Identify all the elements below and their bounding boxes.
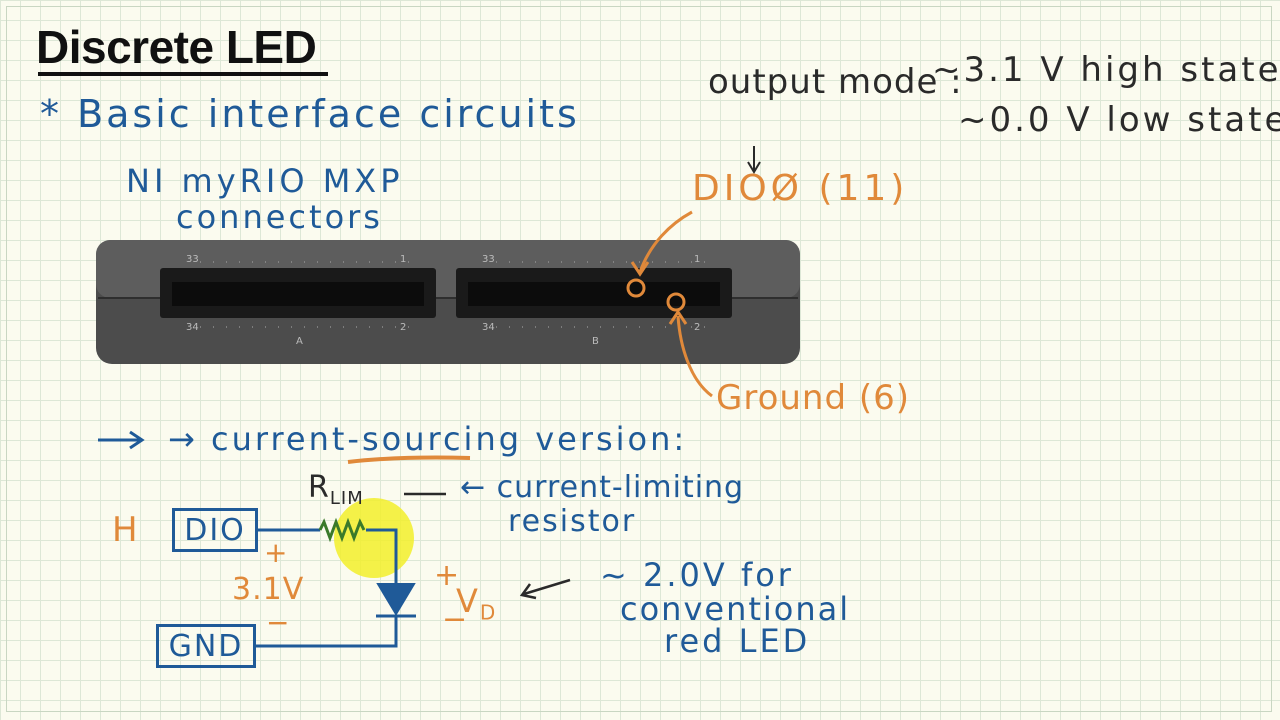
dio0-pointer-line: [638, 210, 693, 273]
section-heading: * Basic interface circuits: [40, 92, 580, 136]
vd-minus: −: [442, 602, 470, 637]
dio0-pin-label: DIOØ (11): [692, 168, 909, 209]
vd-label-main: V: [456, 582, 480, 620]
led-note-line2: conventional: [620, 590, 851, 628]
resistor-symbol: [318, 517, 366, 543]
connector-b-name: B: [592, 336, 599, 347]
circuit-wires: [256, 528, 398, 648]
connector-b-top-right: 1: [694, 254, 701, 265]
supply-plus: +: [264, 536, 290, 569]
connectors-label-line2: connectors: [176, 198, 383, 236]
connector-a-top-right: 1: [400, 254, 407, 265]
ground-pointer-line: [676, 315, 713, 398]
circuit-heading: → current-sourcing version:: [168, 420, 688, 458]
connector-b-bottom-right: 2: [694, 322, 701, 333]
vd-label: VD: [456, 582, 497, 624]
led-note-line1: ~ 2.0V for: [600, 556, 794, 594]
vd-label-sub: D: [479, 600, 498, 625]
vd-plus: +: [434, 558, 462, 593]
dio0-pin-circle: [626, 278, 646, 298]
highlight-pointer: [334, 498, 414, 578]
output-mode-high: ~3.1 V high state: [932, 50, 1280, 90]
supply-voltage: 3.1V: [232, 572, 305, 607]
pin-pointers: [626, 210, 713, 398]
resistor-note-line2: resistor: [508, 504, 637, 539]
page-frame: [6, 6, 1272, 712]
connectors-label-line1: NI myRIO MXP: [126, 162, 404, 200]
title-underline: [38, 72, 328, 76]
sourcing-arrow: [98, 430, 145, 450]
state-label: H: [112, 510, 140, 550]
led-note-arrow: [519, 578, 571, 600]
resistor-label: RLIM: [308, 470, 364, 509]
connector-a-name: A: [296, 336, 303, 347]
ground-arrowhead: [668, 309, 688, 325]
connector-a-bottom-left: 34: [186, 322, 199, 333]
connector-b-pins: [468, 282, 720, 306]
wire-led-gnd: [256, 616, 398, 648]
led-symbol: [376, 583, 416, 618]
resistor-label-sub: LIM: [329, 488, 364, 509]
dio0-arrowhead: [630, 261, 650, 277]
ground-pin-label: Ground (6): [716, 378, 911, 418]
sourcing-underline: [347, 455, 471, 464]
connector-b-bottom-left: 34: [482, 322, 495, 333]
connector-b-top-left: 33: [482, 254, 495, 265]
connector-a-top-left: 33: [186, 254, 199, 265]
resistor-label-main: R: [308, 470, 330, 505]
led-note-line3: red LED: [664, 622, 811, 660]
wire-resistor-led: [366, 528, 398, 584]
dio-box: DIO: [172, 508, 258, 552]
output-mode-label: output mode :: [708, 62, 963, 102]
ground-pin-circle: [666, 292, 686, 312]
supply-minus: −: [266, 606, 292, 639]
connector-a-bottom-right: 2: [400, 322, 407, 333]
resistor-note-line1: ← current-limiting: [460, 470, 745, 505]
page-title: Discrete LED: [36, 21, 317, 73]
myrio-device: [96, 240, 800, 364]
output-mode-low: ~0.0 V low state: [958, 100, 1280, 140]
gnd-box: GND: [156, 624, 256, 668]
connector-a-pins: [172, 282, 424, 306]
output-mode-arrow: [747, 146, 761, 174]
